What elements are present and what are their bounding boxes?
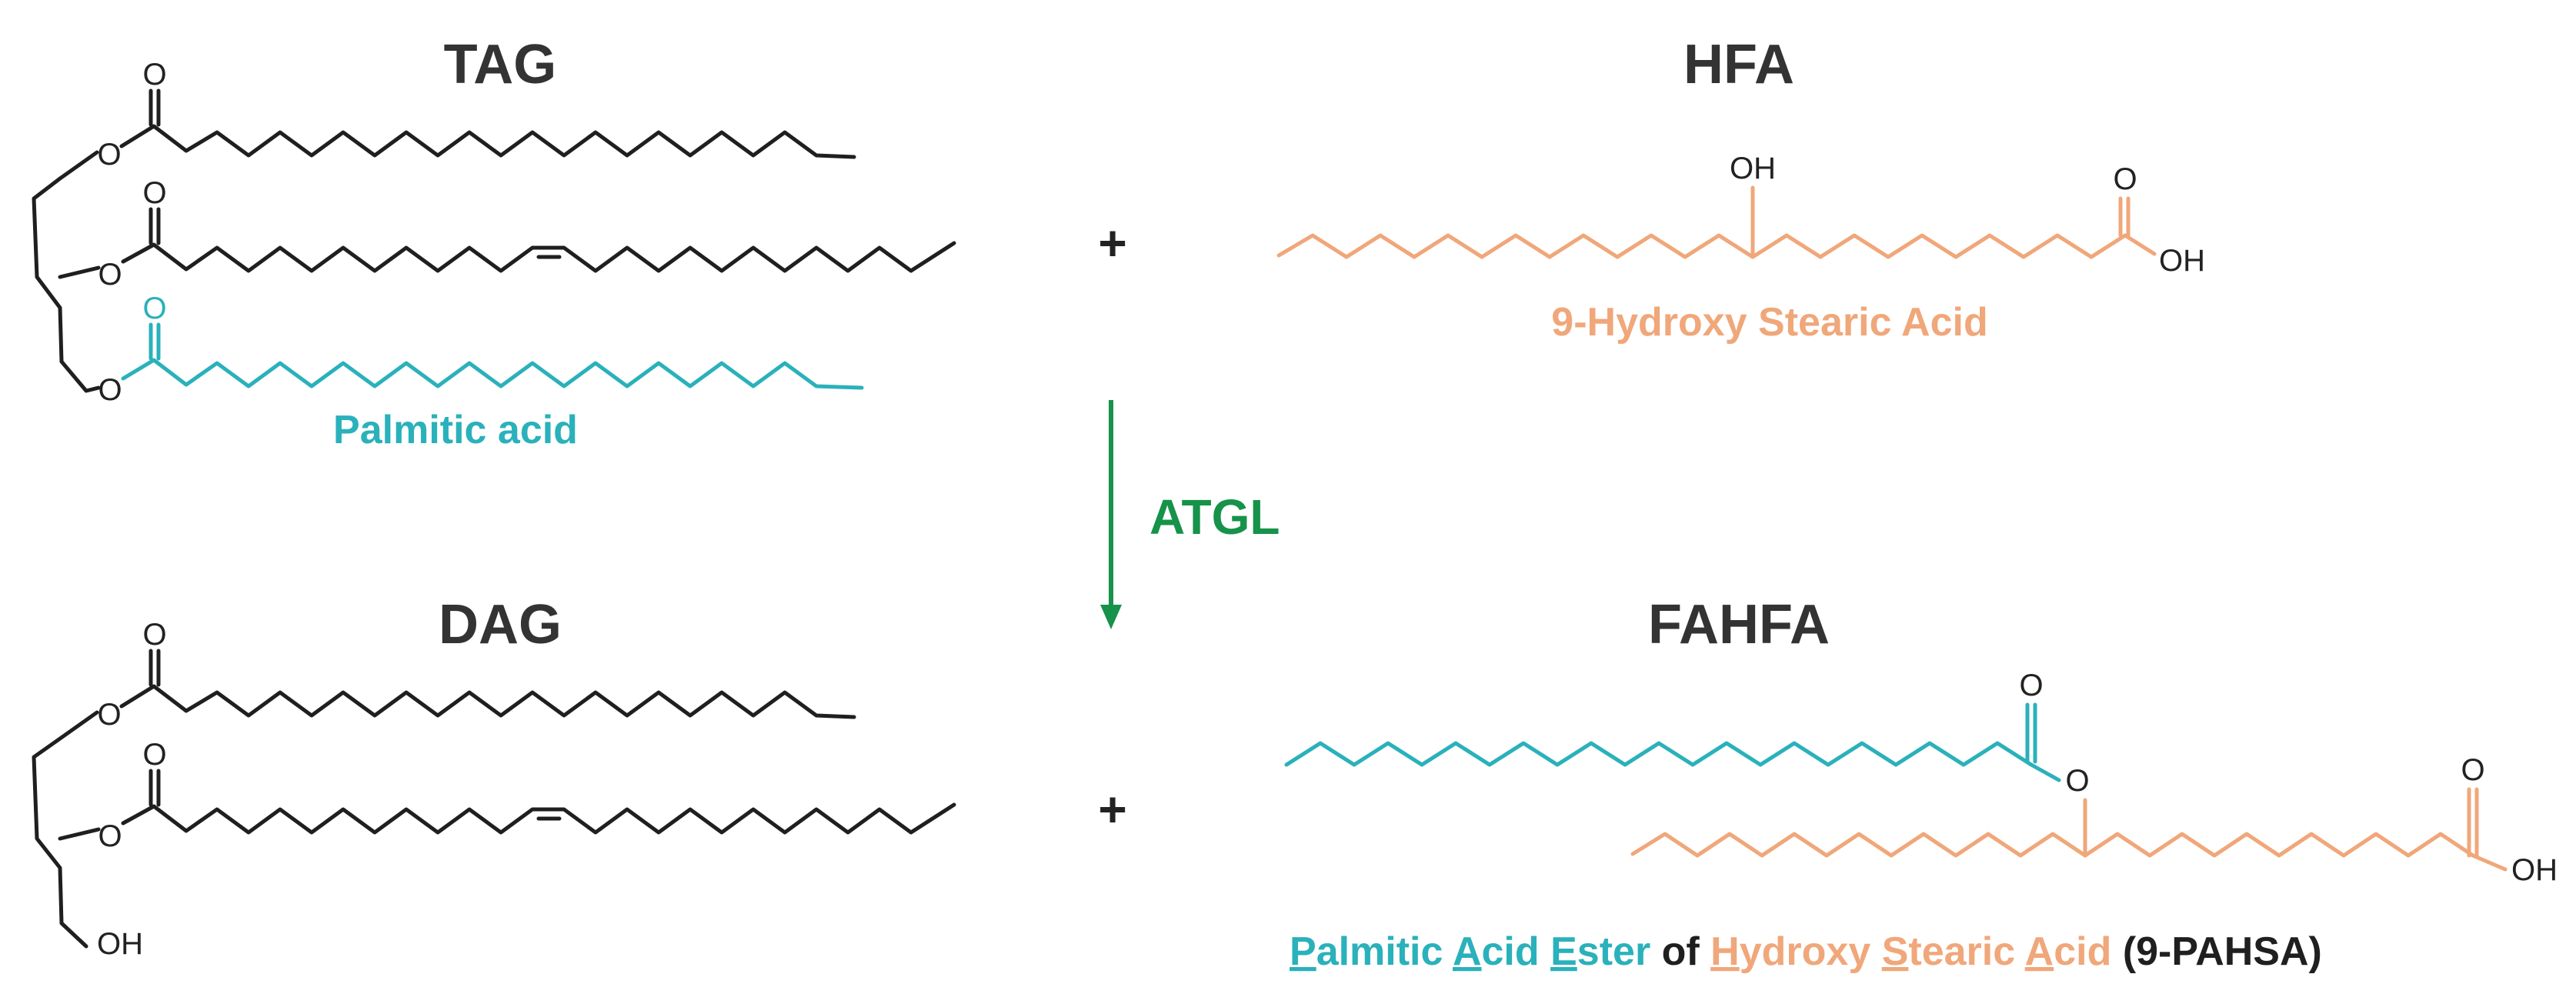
fahfa-caption-initial: H: [1710, 929, 1740, 974]
fahfa-ester-oxygen: O: [2065, 764, 2089, 798]
hfa-chain: [1276, 233, 2127, 259]
plus-sign-bottom: +: [1098, 782, 1126, 837]
tag-title: TAG: [444, 34, 557, 95]
fahfa-caption-word: (9-PAHSA): [2123, 929, 2322, 974]
dag-ester-oxygen-1: O: [97, 698, 121, 732]
fahfa-caption-initial: A: [1453, 929, 1482, 974]
hfa-carbonyl-oxygen: O: [2113, 162, 2137, 196]
dag-title: DAG: [439, 594, 562, 655]
fahfa-molecule: FAHFA O O O OH Palmitic Acid Ester of Hy…: [1284, 594, 2558, 974]
tag-molecule: TAG O O O O O O Palmitic acid: [32, 34, 956, 452]
tag-carbonyl-oxygen-2: O: [142, 176, 166, 210]
dag-chain-2: [58, 802, 956, 841]
fahfa-ester-carbonyl: [2025, 702, 2037, 764]
dag-carbonyl-oxygen-1: O: [142, 618, 166, 652]
fahfa-ester-bond: [2029, 762, 2061, 782]
tag-ester-oxygen-2: O: [98, 258, 122, 292]
tag-chain-1: [119, 124, 856, 159]
fahfa-caption: Palmitic Acid Ester of Hydroxy Stearic A…: [1290, 929, 2322, 974]
dag-glycerol-backbone: [32, 710, 99, 949]
fahfa-acid-carbonyl-oxygen: O: [2461, 753, 2484, 787]
hfa-caption: 9-Hydroxy Stearic Acid: [1551, 300, 1987, 345]
dag-hydroxyl-label: OH: [97, 927, 143, 961]
fahfa-caption-initial: P: [1290, 929, 1316, 974]
arrow-head: [1100, 605, 1122, 629]
fahfa-caption-initial: S: [1882, 929, 1909, 974]
dag-carbonyl-oxygen-2: O: [142, 738, 166, 772]
atgl-arrow: ATGL: [1100, 400, 1280, 629]
tag-chain-2: [58, 241, 956, 279]
dag-ester-oxygen-2: O: [98, 819, 122, 853]
dag-carbonyl-2: [148, 769, 161, 807]
tag-caption: Palmitic acid: [333, 408, 578, 452]
fahfa-hydroxy-stearic-chain: [1630, 832, 2475, 858]
fahfa-caption-word: ster: [1577, 929, 1662, 974]
fahfa-title: FAHFA: [1648, 594, 1830, 655]
plus-sign-top: +: [1098, 215, 1126, 271]
hfa-acid-hydroxyl-label: OH: [2159, 244, 2205, 278]
dag-chain-1: [119, 684, 856, 719]
fahfa-acid-hydroxyl-label: OH: [2511, 853, 2558, 887]
fahfa-caption-word: cid: [1482, 929, 1551, 974]
tag-ester-oxygen-1: O: [97, 138, 121, 172]
fahfa-caption-word: ydroxy: [1740, 929, 1882, 974]
fahfa-caption-initial: A: [2025, 929, 2054, 974]
hfa-title: HFA: [1683, 34, 1794, 95]
fahfa-carboxyl-double-bond: [2467, 787, 2479, 858]
tag-ester-oxygen-3: O: [98, 373, 122, 407]
tag-palmitate-carbonyl-oxygen: O: [142, 292, 166, 325]
tag-carbonyl-oxygen-1: O: [142, 58, 166, 92]
tag-glycerol-backbone: [32, 150, 101, 393]
hfa-hydroxyl-label: OH: [1730, 152, 1776, 185]
dag-molecule: DAG O O O O OH: [32, 594, 956, 961]
tag-carbonyl-1: [148, 88, 161, 127]
tag-palmitate-carbonyl: [148, 322, 161, 361]
fahfa-carboxyl-single-bond: [2471, 853, 2508, 872]
fahfa-caption-initial: E: [1550, 929, 1577, 974]
fahfa-caption-word: almitic: [1316, 929, 1453, 974]
fahfa-caption-word: of: [1662, 929, 1711, 974]
dag-carbonyl-1: [148, 649, 161, 687]
fahfa-palmitate-chain: [1284, 741, 2034, 767]
hfa-molecule: HFA OH O OH 9-Hydroxy Stearic Acid: [1276, 34, 2205, 345]
enzyme-label: ATGL: [1150, 489, 1280, 545]
fahfa-caption-word: tearic: [1908, 929, 2024, 974]
fahfa-carbonyl-oxygen: O: [2019, 669, 2043, 702]
hfa-carboxyl-single-bond: [2123, 233, 2157, 256]
fahfa-caption-word: cid: [2054, 929, 2123, 974]
tag-carbonyl-2: [148, 207, 161, 245]
hfa-carboxyl-double-bond: [2118, 196, 2131, 238]
tag-palmitate-chain: [121, 358, 864, 390]
